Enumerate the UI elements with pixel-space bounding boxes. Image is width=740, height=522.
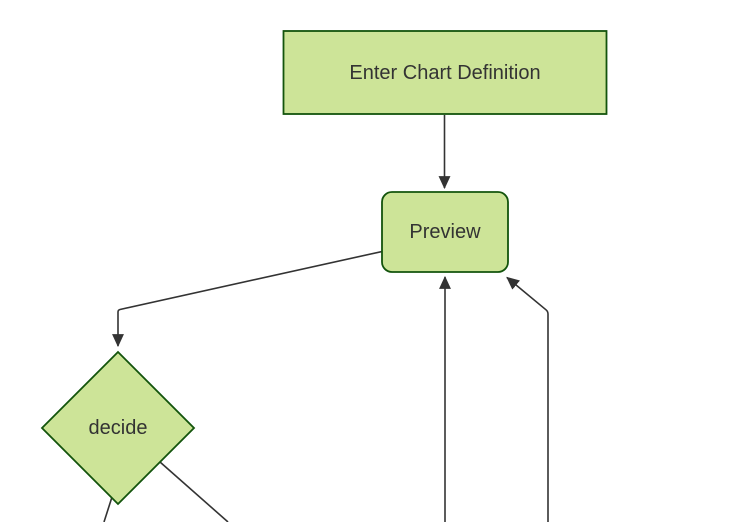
node-decide: decide [40, 350, 196, 506]
node-preview: Preview [381, 191, 509, 273]
edge-offscreen-bottom-right-to-preview [506, 276, 549, 522]
node-layer: Enter Chart Definition Preview decide [40, 30, 608, 506]
node-preview-label: Preview [409, 221, 481, 243]
edge-preview-to-decide [112, 250, 383, 348]
edge-layer [103, 115, 549, 522]
node-enter-chart-definition-label: Enter Chart Definition [349, 62, 540, 84]
node-enter-chart-definition-shape [282, 30, 608, 115]
node-enter-chart-definition: Enter Chart Definition [282, 30, 608, 115]
edge-decide-to-offscreen-bottom-right [159, 461, 229, 522]
node-preview-shape [381, 191, 509, 273]
node-decide-label: decide [89, 417, 148, 439]
node-decide-shape [40, 350, 196, 506]
edge-decide-to-offscreen-bottom-left [103, 496, 113, 522]
